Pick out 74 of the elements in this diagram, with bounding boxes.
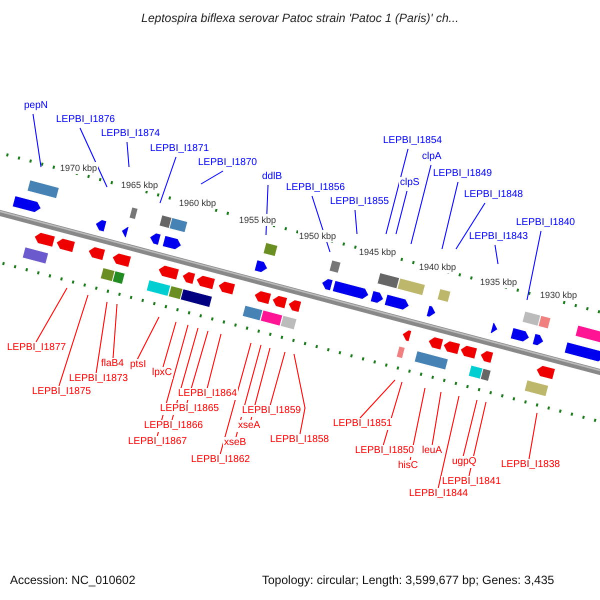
leader-line (354, 210, 358, 234)
scale-label: 1930 kbp (539, 289, 578, 301)
title: Leptospira biflexa serovar Patoc strain 'Patoc 1 (Paris)' ch... (140, 12, 460, 24)
leader-line (136, 316, 160, 360)
gene-label: LEPBI_I1871 (149, 143, 210, 155)
gene-label: LEPBI_I1870 (197, 157, 258, 169)
gene-label: ptsI (129, 359, 148, 371)
scale-label: 1940 kbp (418, 261, 458, 273)
gene-label: clpS (399, 177, 420, 189)
leader-line (462, 400, 478, 458)
gene-label: LEPBI_I1873 (68, 373, 129, 385)
leader-line (96, 302, 108, 374)
gene-label: LEPBI_I1859 (241, 405, 302, 417)
leader-line (528, 412, 538, 460)
leader-line (270, 352, 286, 406)
scale-label: 1960 kbp (178, 197, 218, 209)
scale-label: 1935 kbp (479, 276, 518, 288)
scale-label: 1955 kbp (238, 214, 278, 226)
leader-line (442, 182, 458, 250)
leader-line (294, 354, 306, 434)
leader-line (126, 142, 130, 168)
leader-line (396, 190, 408, 234)
gene-label: xseA (237, 420, 262, 432)
gene-label: LEPBI_I1867 (127, 436, 188, 448)
leader-line (112, 304, 118, 360)
gene-label: LEPBI_I1877 (6, 342, 67, 354)
gene-label: LEPBI_I1848 (463, 189, 524, 201)
leader-line (456, 202, 486, 250)
gene-label: LEPBI_I1850 (354, 445, 415, 457)
leader-line (360, 380, 396, 418)
gene-label: LEPBI_I1843 (468, 231, 529, 243)
leader-line (410, 164, 432, 244)
gene-label: LEPBI_I1855 (329, 196, 390, 208)
leader-line (58, 294, 88, 386)
gene-label: xseB (223, 437, 248, 449)
gene-label: LEPBI_I1854 (382, 135, 443, 147)
leader-line (32, 114, 42, 168)
scale-label: 1970 kbp (59, 162, 98, 174)
gene-label: LEPBI_I1874 (100, 128, 161, 140)
genome-info-text: Topology: circular; Length: 3,599,677 bp; Genes: 3,435 (262, 574, 554, 586)
gene-label: LEPBI_I1876 (55, 114, 116, 126)
gene-label: pepN (23, 100, 49, 112)
gene-label: ugpQ (451, 456, 478, 468)
scale-label: 1965 kbp (120, 179, 160, 191)
accession-text: Accession: NC_010602 (10, 574, 136, 586)
gene-label: lpxC (151, 367, 174, 379)
leader-line (438, 396, 460, 490)
gene-label: LEPBI_I1866 (143, 420, 204, 432)
gene-label: LEPBI_I1865 (159, 403, 220, 415)
leader-line (200, 170, 224, 184)
leader-line (432, 392, 442, 446)
leader-line (386, 148, 408, 234)
leader-line (526, 230, 542, 300)
leader-line (206, 334, 222, 390)
gene-label: LEPBI_I1840 (515, 217, 576, 229)
leader-line (162, 322, 176, 368)
gene-label: LEPBI_I1858 (269, 434, 330, 446)
gene-label: LEPBI_I1849 (432, 168, 493, 180)
leader-line (160, 156, 176, 204)
leader-line (494, 244, 498, 264)
gene-label: LEPBI_I1838 (500, 459, 561, 471)
gene-label: LEPBI_I1856 (285, 182, 346, 194)
leader-line (220, 342, 252, 456)
leader-line (36, 288, 68, 342)
gene-label: LEPBI_I1864 (177, 388, 238, 400)
gene-label: LEPBI_I1851 (332, 418, 393, 430)
gene-label: LEPBI_I1862 (190, 454, 251, 466)
gene-label: clpA (421, 151, 442, 163)
gene-label: LEPBI_I1844 (408, 488, 469, 500)
scale-label: 1950 kbp (298, 230, 338, 242)
gene-label: LEPBI_I1875 (31, 386, 92, 398)
leader-line (80, 128, 108, 188)
gene-label: LEPBI_I1841 (441, 476, 502, 488)
scale-label: 1945 kbp (358, 246, 398, 258)
